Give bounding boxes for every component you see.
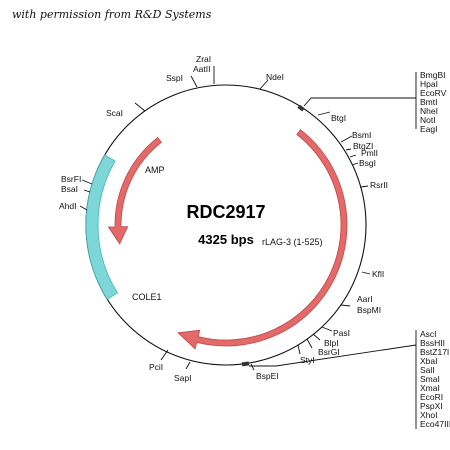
site-bspmi: BspMI [357,305,381,315]
plasmid-backbone [85,84,367,366]
mcs-bottom-marker [241,361,250,367]
mcs-bottom-list: AscIBssHIIBstZ17IXbaISalISmaIXmaIEcoRIPs… [420,329,450,429]
site-pcii: PciI [149,362,163,372]
site-bsai: BsaI [61,184,78,194]
site-scai: ScaI [106,108,123,118]
site-ahdi: AhdI [59,201,77,211]
site-aari: AarI [357,294,373,304]
site-zrai: ZraI [196,54,211,64]
insert-label: rLAG-3 (1-525) [262,237,323,247]
site-bsrfi: BsrFI [61,174,81,184]
permission-note: with permission from R&D Systems [12,8,212,21]
mcs-site: XhoI [420,410,438,420]
amp-arrow [107,136,162,245]
site-styi: StyI [300,355,315,365]
mcs-site: BssHII [420,338,445,348]
mcs-site: AscI [420,329,437,339]
site-bsrgi: BsrGI [318,347,340,357]
site-kfli: KflI [372,269,384,279]
mcs-site: HpaI [420,79,438,89]
mcs-site: EcoRV [420,88,447,98]
insert-arrow [177,129,348,350]
site-pmli: PmlI [361,148,378,158]
mcs-site: BstZ17I [420,347,449,357]
site-pasi: PasI [333,328,350,338]
site-bsmi: BsmI [352,130,371,140]
mcs-site: NotI [420,115,436,125]
mcs-top-bracket [303,72,417,129]
mcs-site: NheI [420,106,438,116]
mcs-site: Eco47III [420,419,450,429]
plasmid-size: 4325 bps [198,232,254,247]
site-aatii: AatII [193,64,210,74]
mcs-bottom-bracket [249,330,417,429]
mcs-site: EcoRI [420,392,443,402]
mcs-site: XbaI [420,356,438,366]
site-sspi: SspI [166,73,183,83]
site-blpi: BlpI [324,338,339,348]
site-btgzi: BtgZI [353,141,373,151]
site-bsgi: BsgI [359,158,376,168]
site-rsrii: RsrII [370,180,388,190]
mcs-site: SmaI [420,374,440,384]
mcs-site: SalI [420,365,435,375]
site-sapi: SapI [174,373,192,383]
site-btgi: BtgI [331,113,346,123]
amp-label: AMP [145,165,165,175]
cole1-label: COLE1 [132,292,162,302]
plasmid-name: RDC2917 [186,202,265,222]
site-ticks [79,66,371,371]
mcs-site: XmaI [420,383,440,393]
mcs-site: PspXI [420,401,443,411]
mcs-site: BmtI [420,97,437,107]
mcs-site: EagI [420,124,438,134]
cole1-feature [85,154,119,300]
site-bspei: BspEI [256,371,279,381]
site-ndei: NdeI [266,72,284,82]
mcs-site: BmgBI [420,70,446,80]
mcs-top-marker [297,104,305,112]
